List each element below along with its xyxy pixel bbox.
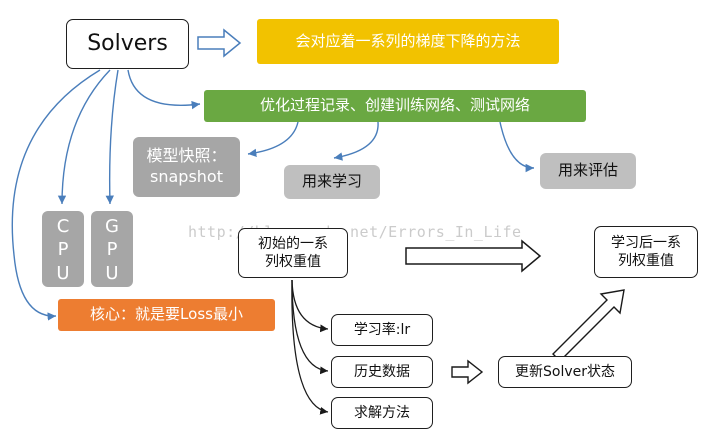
block-arrow-solvers-method — [197, 28, 242, 58]
lr-node: 学习率:lr — [331, 314, 433, 346]
link-solvers-cpu — [57, 69, 111, 205]
gpu-letter-1: G — [105, 216, 119, 237]
init-label-line1: 初始的一系 — [258, 235, 328, 252]
link-functions-learning — [333, 121, 379, 161]
gpu-node: G P U — [91, 211, 133, 287]
solvers-node: Solvers — [66, 19, 189, 69]
solve-label: 求解方法 — [354, 404, 410, 421]
after-label-line1: 学习后一系 — [611, 234, 681, 251]
functions-node: 优化过程记录、创建训练网络、测试网络 — [204, 90, 586, 122]
method-label: 会对应着一系列的梯度下降的方法 — [295, 31, 521, 50]
after-label-line2: 列权重值 — [618, 253, 674, 269]
core-label: 核心：就是要Loss最小 — [90, 305, 243, 324]
cpu-letter-3: U — [56, 262, 70, 284]
link-solvers-functions — [127, 69, 201, 110]
gpu-letter-2: P — [106, 239, 118, 261]
evaluate-node: 用来评估 — [540, 153, 636, 189]
update-node: 更新Solver状态 — [498, 356, 632, 388]
block-arrow-init-after — [405, 239, 542, 273]
link-solvers-core — [11, 69, 101, 321]
history-node: 历史数据 — [331, 356, 433, 388]
init-weights-node: 初始的一系 列权重值 — [238, 228, 348, 278]
link-init-history — [291, 279, 329, 375]
solve-node: 求解方法 — [331, 397, 433, 429]
lr-label: 学习率:lr — [353, 321, 411, 338]
method-node: 会对应着一系列的梯度下降的方法 — [257, 19, 559, 64]
link-functions-snapshot — [247, 121, 299, 158]
link-functions-evaluate — [499, 121, 535, 173]
init-label-line2: 列权重值 — [265, 254, 321, 270]
cpu-letter-2: P — [57, 239, 69, 261]
solvers-label: Solvers — [87, 30, 168, 56]
link-init-lr — [291, 279, 329, 333]
link-init-solve — [291, 279, 329, 415]
block-arrow-update-after — [552, 289, 625, 362]
snapshot-label-line2: snapshot — [150, 167, 223, 186]
core-node: 核心：就是要Loss最小 — [58, 299, 275, 331]
learning-node: 用来学习 — [284, 165, 380, 199]
update-label: 更新Solver状态 — [515, 363, 615, 380]
functions-label: 优化过程记录、创建训练网络、测试网络 — [259, 96, 530, 115]
gpu-letter-3: U — [105, 262, 119, 284]
cpu-letter-1: C — [56, 216, 70, 237]
learning-label: 用来学习 — [301, 172, 362, 191]
evaluate-label: 用来评估 — [557, 161, 618, 180]
snapshot-node: 模型快照： snapshot — [133, 137, 240, 197]
block-arrow-history-update — [451, 359, 484, 385]
snapshot-label-line1: 模型快照： — [146, 146, 227, 166]
link-solvers-gpu — [105, 69, 119, 205]
cpu-node: C P U — [42, 211, 84, 287]
after-weights-node: 学习后一系 列权重值 — [594, 226, 698, 278]
history-label: 历史数据 — [354, 363, 410, 380]
